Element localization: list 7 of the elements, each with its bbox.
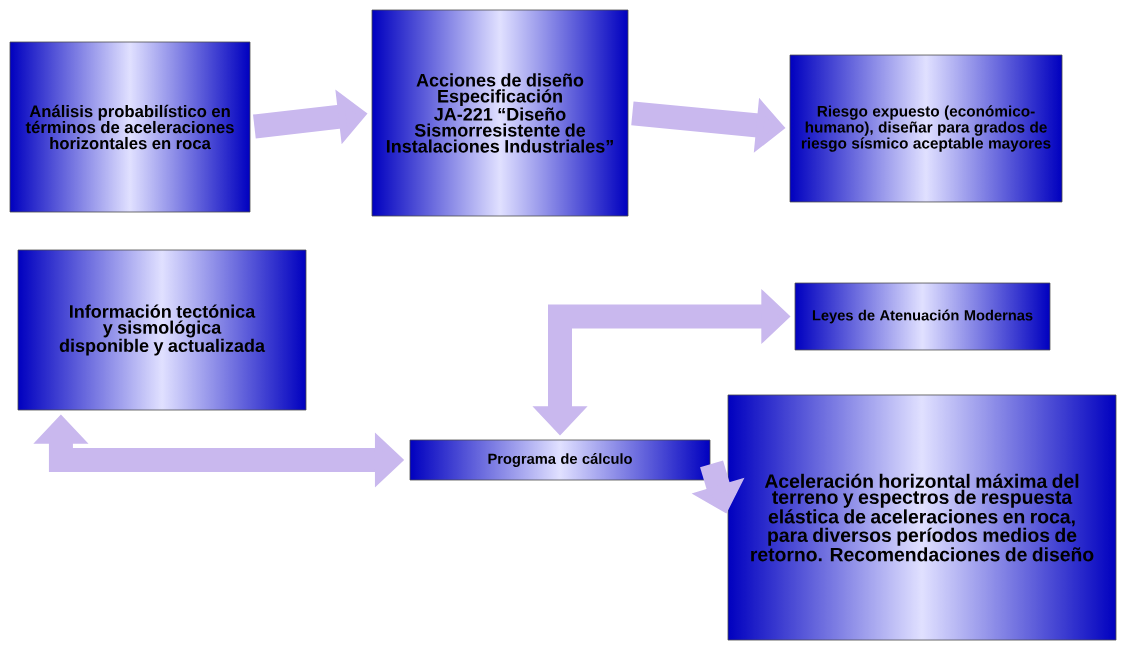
process-box: Análisis probabilístico en términos de aceleraciones horizontales en roca [9, 41, 251, 213]
process-box: Acciones de diseño Especificación JA-221 “Diseño Sismorresistente de Instalaciones Industriales” [371, 9, 629, 217]
process-box: Información tectónica y sismológica disponible y actualizada [17, 249, 307, 411]
process-box: Leyes de Atenuación Modernas [794, 282, 1051, 351]
process-box: Riesgo expuesto (económico-humano), diseñar para grados de riesgo sísmico aceptable mayores [789, 54, 1063, 203]
process-box: Aceleración horizontal máxima del terreno y espectros de respuesta elástica de aceleraciones en roca, para diversos períodos medios de retorno. Recomendaciones de diseño [727, 394, 1117, 641]
process-box: Programa de cálculo [409, 439, 711, 481]
